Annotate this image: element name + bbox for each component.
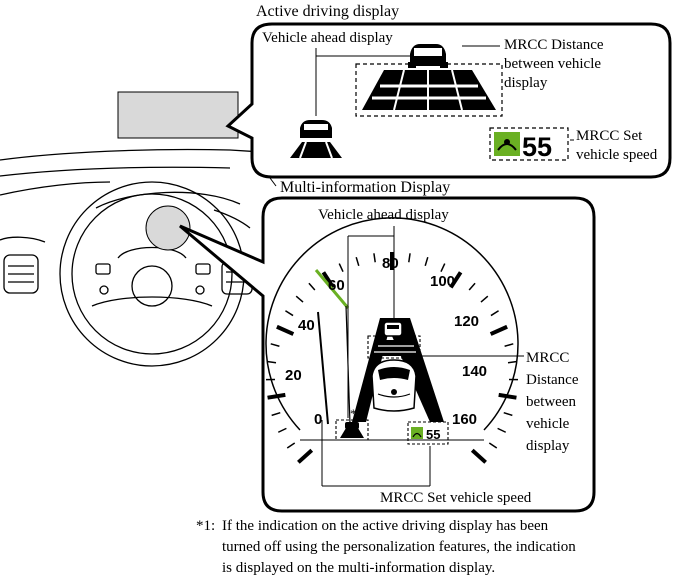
footnote-line: is displayed on the multi-information di… bbox=[222, 560, 495, 576]
svg-text:display: display bbox=[526, 438, 570, 454]
minor-tick bbox=[270, 343, 280, 347]
gauge-number-140: 140 bbox=[462, 363, 487, 380]
footnote: *1: If the indication on the active driv… bbox=[196, 518, 576, 576]
set-speed-marker bbox=[314, 269, 350, 309]
set-speed-box-top bbox=[489, 127, 569, 161]
note-marker: *1 bbox=[350, 406, 363, 421]
set-speed-box-bottom bbox=[407, 421, 449, 445]
vehicle-ahead-icon-top bbox=[290, 120, 342, 159]
speedometer bbox=[265, 217, 519, 464]
minor-tick bbox=[468, 282, 476, 291]
minor-tick bbox=[355, 256, 360, 267]
minor-tick bbox=[488, 442, 498, 449]
svg-text:MRCC Distance: MRCC Distance bbox=[504, 37, 604, 53]
minor-tick bbox=[271, 411, 281, 417]
mrcc-distance-graphic-top bbox=[355, 44, 503, 117]
svg-text:between vehicle: between vehicle bbox=[504, 56, 601, 72]
minor-tick bbox=[497, 427, 507, 433]
mid-label-tick bbox=[269, 177, 277, 187]
mrcc-set-speed-label-bottom: MRCC Set vehicle speed bbox=[380, 490, 532, 506]
svg-text:MRCC: MRCC bbox=[526, 350, 569, 366]
mrcc-icon-bottom bbox=[411, 427, 423, 439]
gauge-number-20: 20 bbox=[285, 367, 302, 384]
minor-tick bbox=[490, 310, 499, 317]
gauge-number-40: 40 bbox=[298, 317, 315, 334]
active-driving-display-title: Active driving display bbox=[256, 3, 399, 20]
gauge-number-0: 0 bbox=[314, 411, 322, 428]
multi-information-display-title: Multi-information Display bbox=[280, 179, 450, 196]
svg-text:display: display bbox=[504, 75, 548, 91]
major-tick bbox=[449, 271, 463, 289]
windshield-display-screen bbox=[117, 91, 239, 139]
vehicle-ahead-icon-bottom bbox=[340, 422, 364, 438]
minor-tick bbox=[480, 295, 489, 303]
set-speed-value-bottom: 55 bbox=[426, 427, 440, 442]
svg-text:Distance: Distance bbox=[526, 372, 579, 388]
minor-tick bbox=[295, 295, 304, 303]
gauge-number-80: 80 bbox=[382, 255, 399, 272]
mrcc-distance-graphic-bottom bbox=[352, 318, 444, 422]
minor-tick bbox=[286, 442, 296, 449]
mrcc-set-speed-label-top: MRCC Set vehicle speed bbox=[576, 128, 658, 163]
svg-text:vehicle speed: vehicle speed bbox=[576, 147, 658, 163]
minor-tick bbox=[373, 253, 376, 263]
major-tick bbox=[498, 392, 517, 400]
set-speed-value-top: 55 bbox=[522, 132, 552, 162]
gauge-number-160: 160 bbox=[452, 411, 477, 428]
minor-tick bbox=[338, 263, 344, 273]
minor-tick bbox=[440, 263, 446, 273]
minor-tick bbox=[285, 310, 294, 317]
minor-tick bbox=[424, 256, 429, 267]
vehicle-ahead-label-top: Vehicle ahead display bbox=[262, 30, 393, 46]
svg-text:MRCC Set: MRCC Set bbox=[576, 128, 643, 144]
major-tick bbox=[489, 324, 508, 336]
footnote-line: If the indication on the active driving … bbox=[222, 518, 549, 534]
major-tick bbox=[321, 271, 335, 289]
mrcc-distance-label-bottom: MRCC Distance between vehicle display bbox=[526, 350, 579, 454]
svg-text:between: between bbox=[526, 394, 576, 410]
vehicle-ahead-label-bottom: Vehicle ahead display bbox=[318, 207, 449, 223]
bottom-leader-lines bbox=[321, 226, 524, 487]
minor-tick bbox=[503, 411, 513, 417]
major-tick bbox=[297, 448, 314, 464]
svg-text:vehicle: vehicle bbox=[526, 416, 570, 432]
minor-tick bbox=[504, 343, 514, 347]
footnote-marker: *1: bbox=[196, 518, 215, 534]
gauge-number-60: 60 bbox=[328, 277, 345, 294]
vehicle-ahead-box-bottom bbox=[335, 419, 369, 441]
minor-tick bbox=[266, 360, 277, 364]
minor-tick bbox=[277, 427, 287, 433]
minor-tick bbox=[308, 282, 316, 291]
major-tick bbox=[267, 392, 286, 400]
minor-tick bbox=[507, 360, 518, 364]
footnote-line: turned off using the personalization fea… bbox=[222, 539, 576, 555]
gauge-number-120: 120 bbox=[454, 313, 479, 330]
gauge-ticks bbox=[266, 252, 518, 464]
minor-tick bbox=[408, 253, 411, 263]
major-tick bbox=[470, 448, 487, 464]
mrcc-icon-top bbox=[494, 132, 520, 156]
meter-screen bbox=[145, 205, 191, 251]
gauge-number-100: 100 bbox=[430, 273, 455, 290]
gauge-numbers: 0 20 40 60 80 100 120 140 160 bbox=[285, 255, 487, 428]
mrcc-distance-label-top: MRCC Distance between vehicle display bbox=[504, 37, 604, 91]
major-tick bbox=[276, 324, 295, 336]
